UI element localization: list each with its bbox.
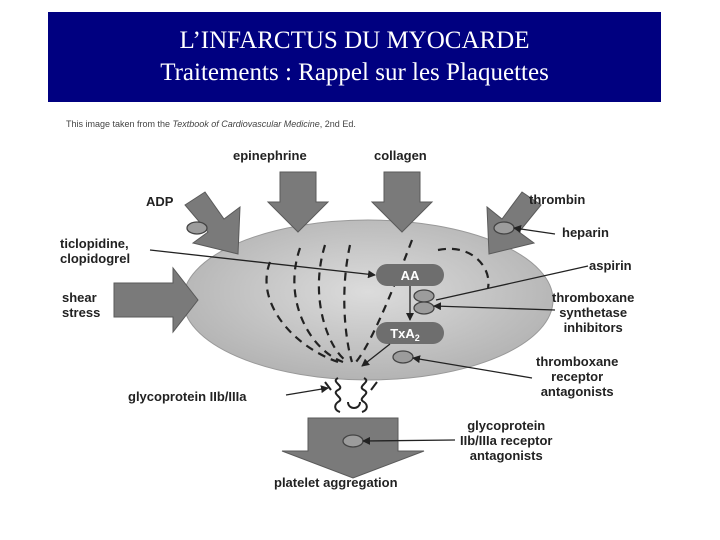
ticlopidine-line-1: ticlopidine, xyxy=(60,236,129,251)
thrombin-label: thrombin xyxy=(529,192,586,207)
title-line-2: Traitements : Rappel sur les Plaquettes xyxy=(160,59,549,86)
gp-antagonists-line-1: glycoprotein xyxy=(467,418,546,433)
txa2-box xyxy=(376,322,444,344)
shear-stress-label: shear stress xyxy=(62,290,100,320)
tx-synthase-oval-1 xyxy=(413,289,435,303)
aa-box xyxy=(376,264,444,286)
tx-synthetase-label: thromboxane synthetase inhibitors xyxy=(552,290,634,335)
gp-antagonist-oval xyxy=(342,434,364,448)
collagen-label: collagen xyxy=(374,148,427,163)
platelet-aggregation-arrow xyxy=(281,417,425,479)
caption-book: Textbook of Cardiovascular Medicine xyxy=(172,119,320,129)
caption-suffix: , 2nd Ed. xyxy=(319,119,356,129)
adp-receptor-oval xyxy=(186,221,208,235)
gp-antagonists-line-2: IIb/IIIa receptor xyxy=(460,433,553,448)
txa2-sub: 2 xyxy=(415,333,420,343)
ticlopidine-label: ticlopidine, clopidogrel xyxy=(60,236,130,266)
tx-synthetase-line-1: thromboxane xyxy=(552,290,635,305)
shear-line-1: shear xyxy=(62,290,97,305)
tx-synthetase-line-3: inhibitors xyxy=(563,320,623,335)
heparin-label: heparin xyxy=(562,225,609,240)
shear-line-2: stress xyxy=(62,305,101,320)
tx-receptor-oval xyxy=(392,350,414,364)
tx-receptor-line-3: antagonists xyxy=(540,384,614,399)
txa2-base: TxA xyxy=(390,326,415,341)
tx-receptor-line-1: thromboxane xyxy=(536,354,619,369)
leader-lines xyxy=(149,225,589,445)
title-banner: L’INFARCTUS DU MYOCARDE Traitements : Ra… xyxy=(48,12,661,102)
thrombin-receptor-oval xyxy=(493,221,515,235)
gp-receptor-label: glycoprotein IIb/IIIa xyxy=(128,389,247,404)
aspirin-label: aspirin xyxy=(589,258,632,273)
epinephrine-label: epinephrine xyxy=(233,148,307,163)
aa-label: AA xyxy=(401,268,420,283)
tx-synthase-oval-2 xyxy=(413,301,435,315)
tx-receptor-label: thromboxane receptor antagonists xyxy=(536,354,618,399)
txa2-label: TxA2 xyxy=(390,326,420,343)
adp-arrow xyxy=(184,191,241,255)
caption-prefix: This image taken from the xyxy=(66,119,173,129)
source-caption: This image taken from the Textbook of Ca… xyxy=(66,119,356,129)
gp-antagonists-label: glycoprotein IIb/IIIa receptor antagonis… xyxy=(460,418,552,463)
tx-synthetase-line-2: synthetase xyxy=(559,305,628,320)
collagen-arrow xyxy=(370,171,434,233)
ticlopidine-line-2: clopidogrel xyxy=(60,251,131,266)
tx-receptor-line-2: receptor xyxy=(551,369,604,384)
shear-stress-arrow xyxy=(113,266,199,334)
gp-receptor-coils xyxy=(324,377,378,413)
adp-label: ADP xyxy=(146,194,174,209)
agonist-arrows xyxy=(113,171,542,479)
thrombin-arrow xyxy=(486,191,542,255)
title-line-1: L’INFARCTUS DU MYOCARDE xyxy=(179,27,530,54)
epinephrine-arrow xyxy=(266,171,330,233)
platelet-aggregation-label: platelet aggregation xyxy=(274,475,398,490)
gp-antagonists-line-3: antagonists xyxy=(469,448,543,463)
drug-ovals xyxy=(186,221,515,448)
